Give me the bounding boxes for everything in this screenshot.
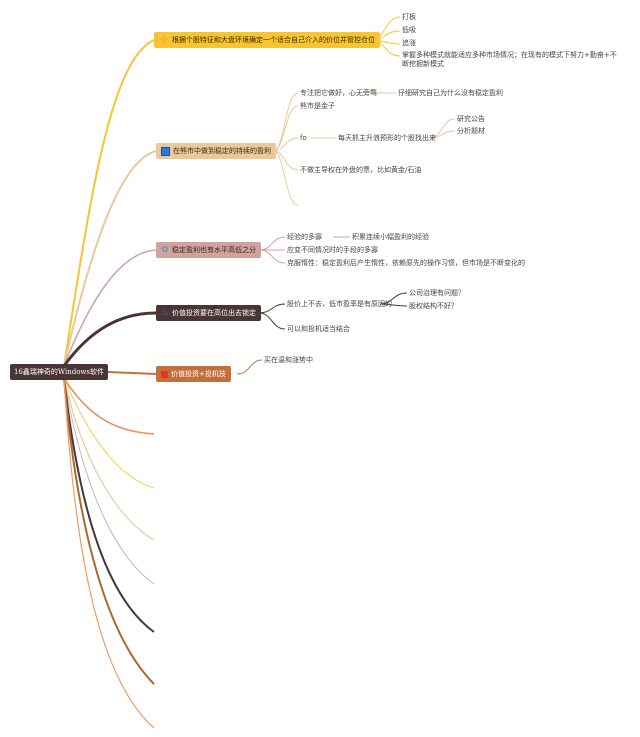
branch-label: 在熊市中做到稳定的持续的盈利 bbox=[173, 146, 271, 155]
edge-root-b1 bbox=[63, 39, 155, 367]
leaf-no-foreign[interactable]: 不做主导权在外盘的票，比如黄金/石油 bbox=[300, 166, 422, 174]
leaf-dixi[interactable]: 低吸 bbox=[402, 26, 416, 34]
leaf-daban[interactable]: 打板 bbox=[402, 13, 416, 21]
red-square-icon bbox=[161, 370, 168, 378]
flame-icon: ♨ bbox=[161, 308, 170, 318]
leaf-fo[interactable]: fo bbox=[300, 134, 307, 142]
leaf-governance[interactable]: 公司治理有问题？ bbox=[409, 289, 465, 297]
leaf-accumulate[interactable]: 积累连续小幅盈利的经验 bbox=[352, 233, 429, 241]
leaf-research-self[interactable]: 仔细研究自己为什么没有稳定盈利 bbox=[398, 89, 503, 97]
leaf-experience[interactable]: 经验的多寡 bbox=[287, 233, 322, 241]
leaf-overcome-inertia[interactable]: 克服惰性：稳定盈利后产生惰性，依赖原先的操作习惯，但市场是不断变化的 bbox=[287, 259, 525, 267]
blue-square-icon bbox=[161, 146, 170, 156]
branch-value-investing[interactable]: ♨ 价值投资要在高位出去锁定 bbox=[156, 305, 261, 321]
leaf-speculation[interactable]: 可以和投机适当结合 bbox=[287, 325, 350, 333]
branch-price-position[interactable]: ☆ 根据个股特征和大盘环境确定一个适合自己介入的价位并管控仓位 bbox=[154, 32, 380, 48]
branch-value-plus-speculation[interactable]: 价值投资+投机技 bbox=[156, 366, 231, 382]
root-node[interactable]: 16鑫瑞神奇的Windows软件 bbox=[10, 364, 108, 380]
edge-root-b2 bbox=[63, 150, 157, 367]
edge-root-b3 bbox=[63, 249, 157, 367]
leaf-adapt[interactable]: 应变不同情况时的手段的多寡 bbox=[287, 246, 378, 254]
branch-label: 稳定盈利也有水平高低之分 bbox=[172, 245, 256, 254]
branch-label: 价值投资+投机技 bbox=[171, 369, 226, 378]
branch-stable-profit-level[interactable]: ✿ 稳定盈利也有水平高低之分 bbox=[156, 242, 261, 258]
leaf-focus[interactable]: 专注把它做好，心无旁骛 bbox=[300, 89, 377, 97]
leaf-bear-gold[interactable]: 熊市是金子 bbox=[300, 102, 335, 110]
leaf-zhuizhang[interactable]: 追涨 bbox=[402, 39, 416, 47]
branch-label: 价值投资要在高位出去锁定 bbox=[172, 308, 256, 317]
leaf-mild-rise[interactable]: 买在温和涨势中 bbox=[264, 356, 313, 364]
star-icon: ☆ bbox=[159, 35, 169, 46]
leaf-find-stocks[interactable]: 每天抓主升浪预形的个股找出来 bbox=[338, 134, 436, 142]
root-label: 16鑫瑞神奇的Windows软件 bbox=[13, 367, 104, 376]
edge-root-b4 bbox=[62, 311, 157, 367]
leaf-multi-mode[interactable]: 掌握多种模式就能适应多种市场情况；在现有的模式下努力+勤奋+不断挖掘新模式 bbox=[402, 51, 617, 68]
leaf-equity[interactable]: 股权结构不好？ bbox=[409, 302, 458, 310]
leaf-low-pe[interactable]: 股价上不去，低市盈率是有原因的 bbox=[287, 300, 392, 308]
branch-label: 根据个股特征和大盘环境确定一个适合自己介入的价位并管控仓位 bbox=[172, 35, 375, 44]
leaf-theme[interactable]: 分析题材 bbox=[457, 127, 485, 135]
edge-root-b5 bbox=[107, 371, 157, 375]
branch-bear-market[interactable]: 在熊市中做到稳定的持续的盈利 bbox=[156, 143, 276, 159]
leaf-announcement[interactable]: 研究公告 bbox=[457, 115, 485, 123]
gear-icon: ✿ bbox=[161, 245, 169, 255]
